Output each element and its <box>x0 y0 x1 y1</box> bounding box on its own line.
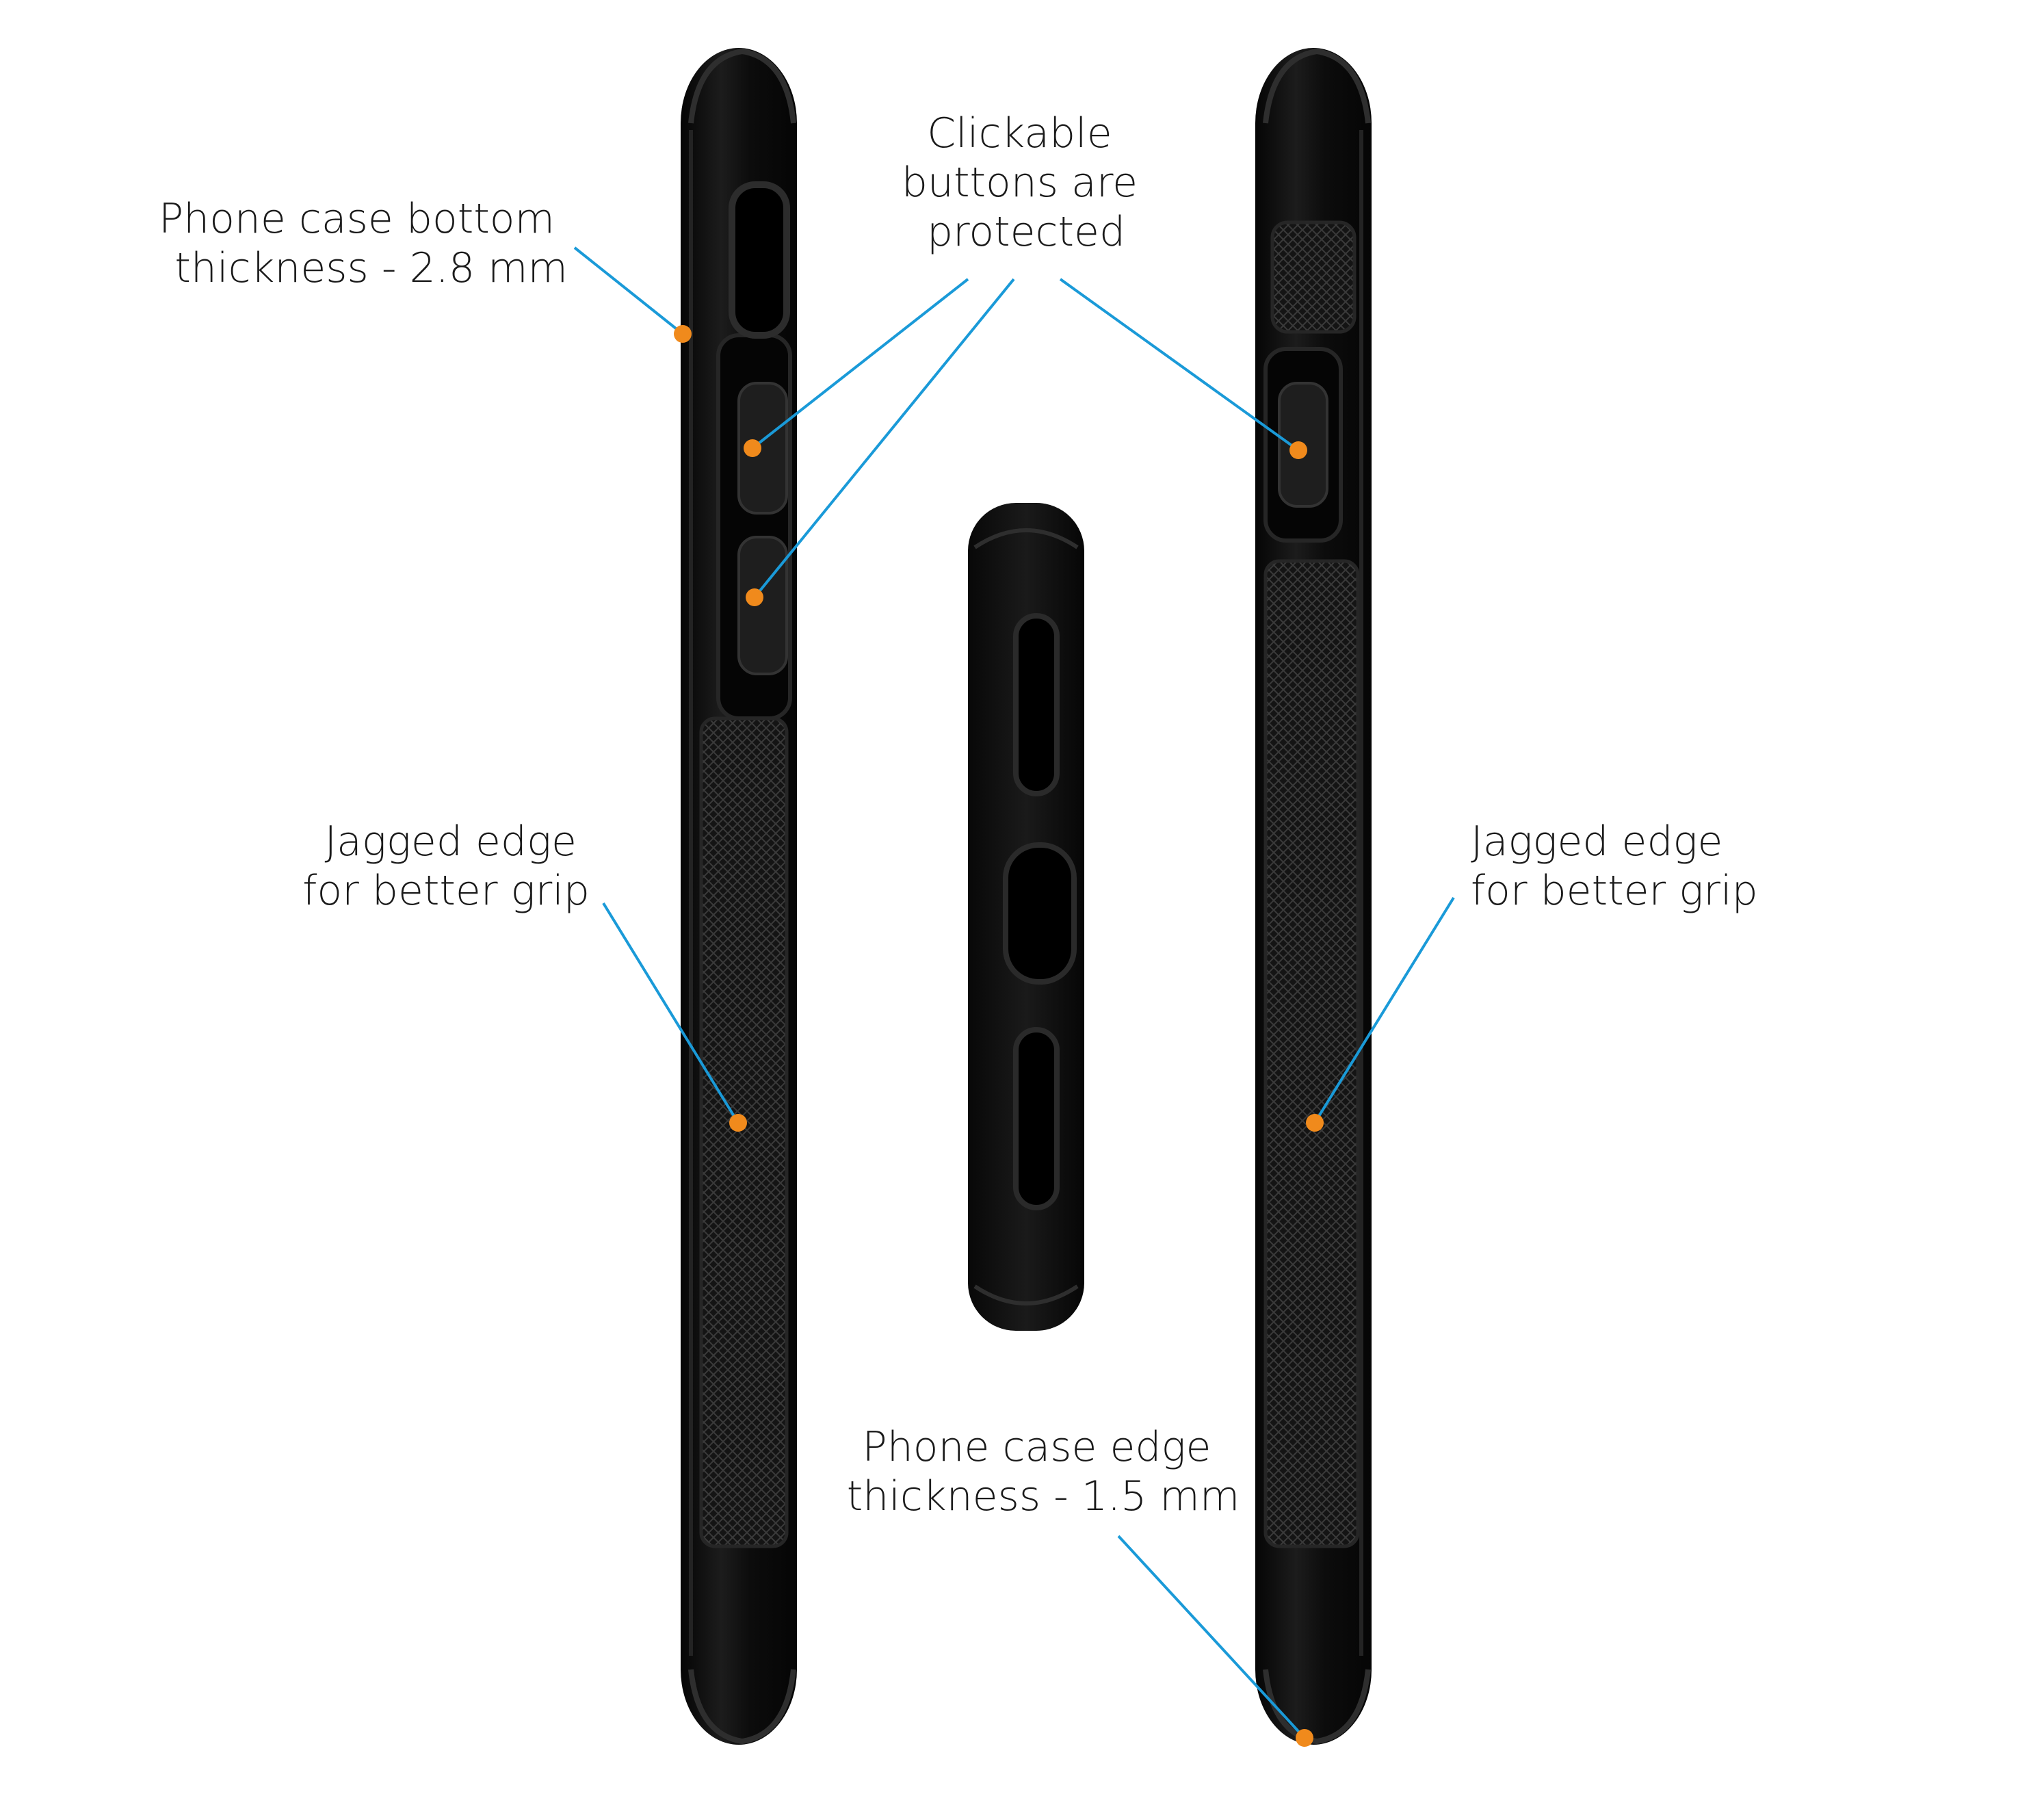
label-bottom-thickness-line-1: Phone case bottom <box>159 195 555 243</box>
marker-dot-grip-left <box>729 1114 747 1132</box>
label-grip-right-line-1: Jagged edge <box>1471 818 1722 866</box>
label-buttons-protected: Clickable buttons are protected <box>902 109 1151 256</box>
label-grip-right-line-2: for better grip <box>1471 867 1758 915</box>
label-edge-thickness-line-1: Phone case edge <box>863 1423 1211 1471</box>
left-case-side-view <box>681 48 797 1745</box>
marker-dot-edge-thickness <box>1296 1729 1313 1747</box>
mute-switch-cutout <box>729 181 790 339</box>
marker-dot-bottom-thickness <box>674 325 692 343</box>
leader-buttons-left-1 <box>751 278 969 450</box>
leader-grip-right <box>1313 896 1455 1124</box>
label-grip-left: Jagged edge for better grip <box>302 818 590 915</box>
label-grip-left-line-1: Jagged edge <box>324 818 576 866</box>
volume-up-button <box>737 382 788 515</box>
center-case-bottom-rim <box>973 1284 1079 1305</box>
label-bottom-thickness: Phone case bottom thickness - 2.8 mm <box>159 195 568 292</box>
right-top-grip-pad <box>1270 220 1357 334</box>
label-buttons-protected-line-3: protected <box>927 208 1125 256</box>
marker-dot-power-button <box>1289 441 1307 459</box>
speaker-cutout-bottom <box>1013 1027 1060 1210</box>
leader-edge-thickness <box>1117 1535 1306 1739</box>
left-case-bottom-cap <box>688 1669 796 1745</box>
leader-buttons-left-2 <box>753 278 1015 599</box>
leader-lines <box>573 246 1455 1739</box>
label-bottom-thickness-line-2: thickness - 2.8 mm <box>174 244 568 292</box>
label-edge-thickness-line-2: thickness - 1.5 mm <box>847 1472 1240 1520</box>
leader-grip-left <box>602 902 739 1124</box>
center-case-bottom-view <box>968 503 1084 1331</box>
charging-port-cutout <box>1003 842 1077 985</box>
marker-dot-grip-right <box>1306 1114 1324 1132</box>
label-edge-thickness: Phone case edge thickness - 1.5 mm <box>847 1423 1240 1520</box>
right-grip-panel <box>1263 559 1360 1548</box>
volume-down-button <box>737 536 788 675</box>
label-grip-right: Jagged edge for better grip <box>1471 818 1758 915</box>
marker-dot-volume-up <box>744 439 761 457</box>
left-case-top-cap <box>688 48 796 124</box>
label-buttons-protected-line-1: Clickable <box>927 109 1112 157</box>
right-case-top-cap <box>1263 48 1371 124</box>
center-case-top-rim <box>973 528 1079 549</box>
leader-bottom-thickness <box>573 246 684 335</box>
marker-dot-volume-down <box>746 588 763 606</box>
right-case-side-view <box>1255 48 1372 1745</box>
leader-buttons-right <box>1059 278 1300 452</box>
left-grip-panel <box>699 716 789 1548</box>
label-buttons-protected-line-2: buttons are <box>902 159 1138 207</box>
marker-dots <box>674 325 1324 1747</box>
label-grip-left-line-2: for better grip <box>302 867 590 915</box>
speaker-cutout-top <box>1013 613 1060 796</box>
